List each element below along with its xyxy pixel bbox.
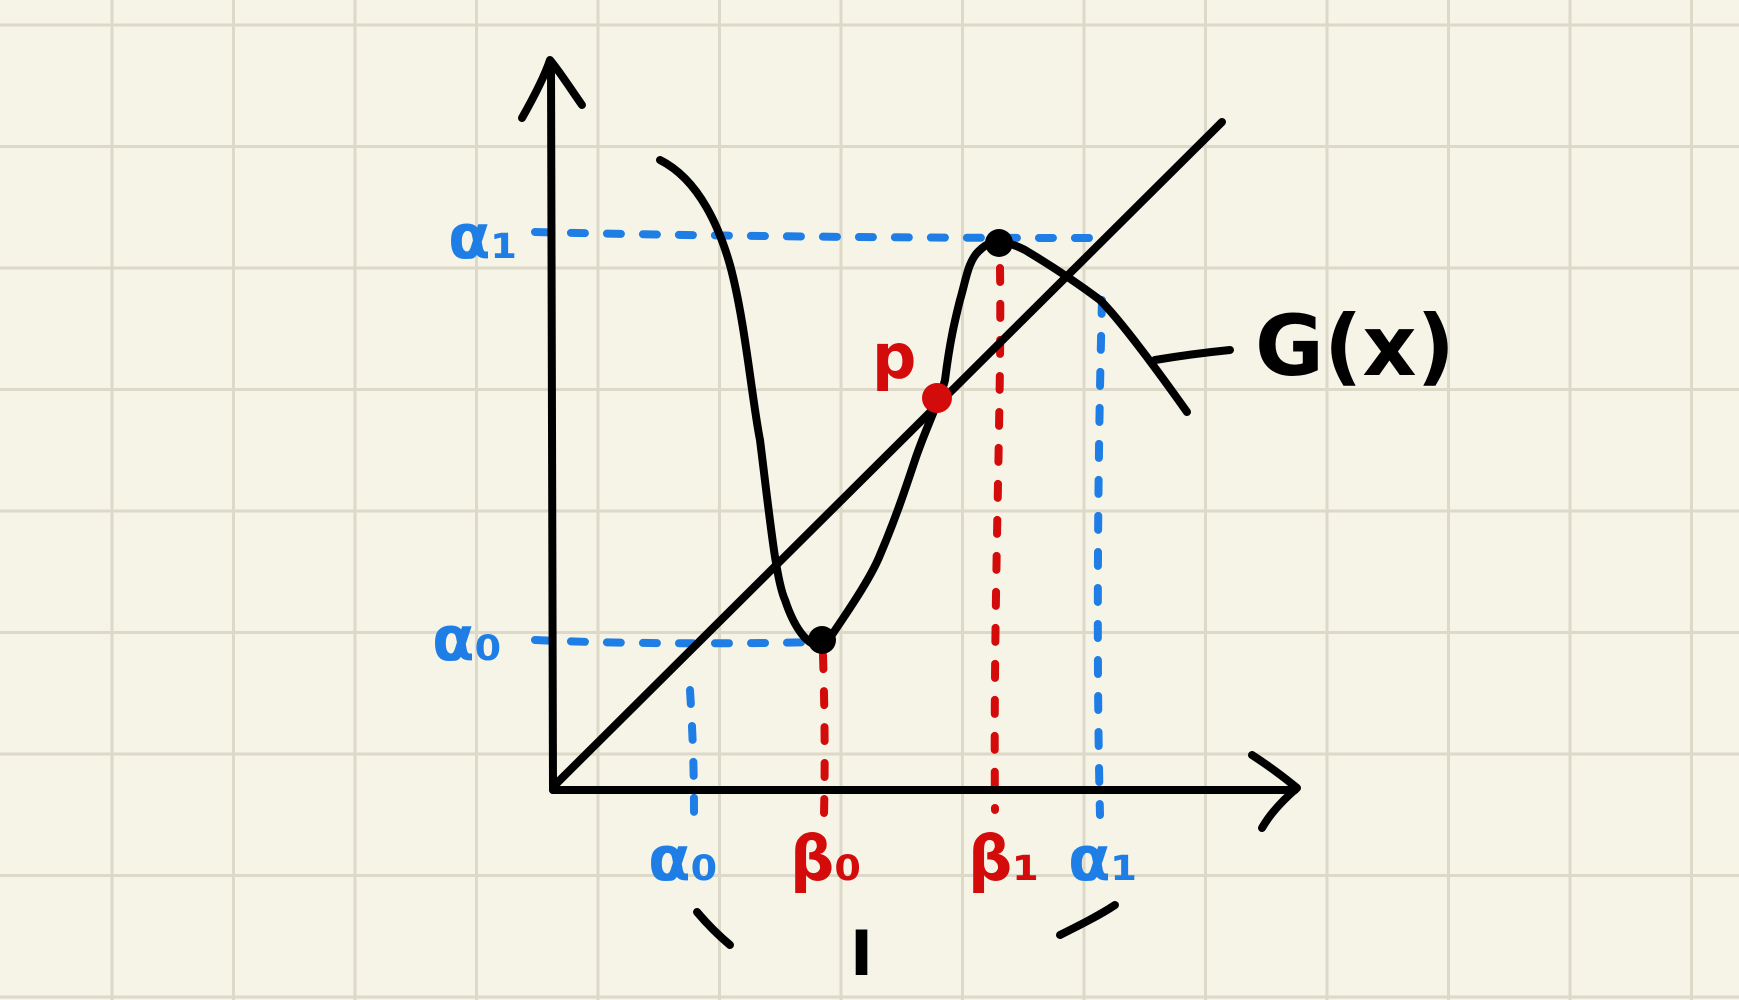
red-guides (819, 264, 1005, 819)
blue-guides (531, 228, 1106, 819)
beta0-vertical-guide (819, 651, 829, 819)
curve-label: G(x) (1255, 297, 1455, 395)
y-alpha1-label: α₁ (448, 200, 518, 273)
x-beta1-label: β₁ (968, 822, 1040, 895)
x-axis-arrowhead (1248, 751, 1301, 832)
y-axis-arrowhead (518, 56, 586, 122)
alpha1-vertical-guide (1093, 296, 1106, 819)
alpha1-horizontal-guide (531, 228, 1104, 242)
fixed-point-p (922, 383, 952, 413)
g-label-leader (1151, 346, 1234, 364)
interval-right-tick (1056, 901, 1119, 939)
alpha0-horizontal-guide (531, 636, 824, 648)
identity-line (551, 118, 1226, 789)
alpha0-vertical-guide (686, 686, 698, 819)
beta0-min-point (808, 626, 836, 654)
x-beta0-label: β₀ (790, 822, 862, 895)
fixed-point-label: p (872, 320, 916, 393)
beta1-max-point (985, 229, 1013, 257)
x-alpha1-label: α₁ (1068, 822, 1138, 895)
y-axis (547, 61, 557, 794)
g-curve (656, 156, 1191, 650)
x-alpha0-label: α₀ (648, 822, 718, 895)
interval-left-tick (693, 908, 734, 949)
interval-label: I (850, 917, 873, 990)
y-alpha0-label: α₀ (432, 602, 502, 675)
